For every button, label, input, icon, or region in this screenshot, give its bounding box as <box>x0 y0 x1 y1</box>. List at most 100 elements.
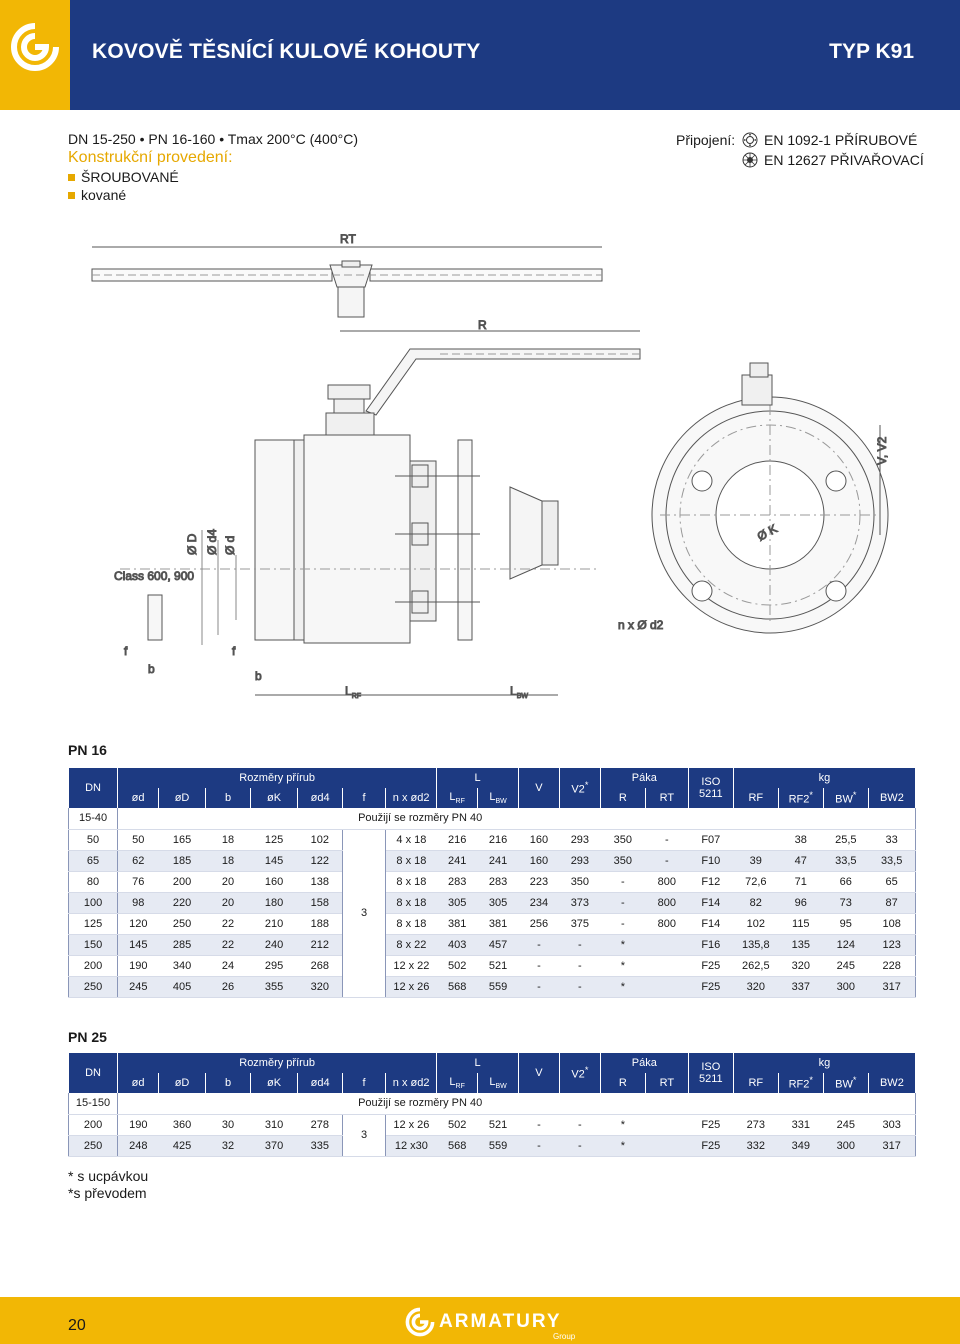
table-cell: 72,6 <box>733 871 779 893</box>
pn16-title: PN 16 <box>68 742 107 758</box>
col-ok: øK <box>250 788 299 808</box>
armatury-logo-icon <box>11 23 59 71</box>
table-cell: 87 <box>868 892 917 914</box>
table-cell: 245 <box>117 976 159 998</box>
table-cell: 150 <box>67 934 119 956</box>
table-cell: 26 <box>205 976 251 998</box>
table-cell: 317 <box>868 976 917 998</box>
table-cell: 256 <box>518 913 560 935</box>
table-cell: - <box>518 976 560 998</box>
table-cell: 71 <box>778 871 824 893</box>
nd2-label: n x Ø d2 <box>618 618 664 632</box>
brand-logo: ARMATURY Group <box>405 1307 575 1341</box>
table-cell: 559 <box>477 1135 519 1157</box>
page-title: KOVOVĚ TĚSNÍCÍ KULOVÉ KOHOUTY <box>92 40 481 63</box>
table-cell: 123 <box>868 934 917 956</box>
col-v2: V2* <box>558 768 601 808</box>
table-cell: 248 <box>117 1135 159 1157</box>
table-cell: 125 <box>250 829 298 851</box>
footnotes: * s ucpávkou *s převodem <box>68 1168 148 1202</box>
col-b: b <box>205 1073 252 1093</box>
table-cell: 285 <box>158 934 206 956</box>
table-cell: - <box>518 955 560 977</box>
table-cell: 373 <box>559 892 601 914</box>
table-cell: 12 x 26 <box>385 1114 437 1136</box>
col-kg: kg <box>732 768 917 788</box>
table-cell: 188 <box>297 913 343 935</box>
spec-info: DN 15-250 • PN 16-160 • Tmax 200°C (400°… <box>68 130 358 204</box>
table-cell: 135 <box>778 934 824 956</box>
col-l: L <box>436 1053 520 1073</box>
col-lbw: LBW <box>477 788 520 808</box>
footnote: *s převodem <box>68 1185 147 1201</box>
table-cell: 135,8 <box>733 934 779 956</box>
col-ok: øK <box>250 1073 299 1093</box>
table-cell: 370 <box>250 1135 298 1157</box>
table-cell: 349 <box>778 1135 824 1157</box>
connection-flange: EN 1092-1 PŘÍRUBOVÉ <box>764 132 918 148</box>
table-cell: 337 <box>778 976 824 998</box>
table-cell: * <box>600 934 646 956</box>
table-cell: 283 <box>477 871 519 893</box>
col-rozmery: Rozměry přírub <box>117 768 438 788</box>
cell-f: 3 <box>342 1114 387 1157</box>
table-cell: 293 <box>559 829 601 851</box>
table-cell: - <box>600 871 646 893</box>
table-cell: F10 <box>688 850 734 872</box>
table-cell: 33 <box>868 829 917 851</box>
connection-weld: EN 12627 PŘIVAŘOVACÍ <box>764 152 924 168</box>
table-cell: 568 <box>436 976 478 998</box>
bullet-item: ŠROUBOVANÉ <box>68 168 358 186</box>
table-cell: 381 <box>436 913 478 935</box>
table-cell: 122 <box>297 850 343 872</box>
table-cell: 8 x 18 <box>385 871 437 893</box>
table-cell: 200 <box>67 955 119 977</box>
table-cell: 73 <box>823 892 869 914</box>
table-cell: - <box>600 892 646 914</box>
col-bw: BW* <box>822 1073 869 1093</box>
table-cell: 8 x 22 <box>385 934 437 956</box>
table-cell: 18 <box>205 850 251 872</box>
table-cell: F25 <box>688 955 734 977</box>
table-cell: 521 <box>477 1114 519 1136</box>
table-cell: 268 <box>297 955 343 977</box>
table-row: 15-150 Použijí se rozměry PN 40 <box>67 1093 916 1115</box>
table-cell: 20 <box>205 892 251 914</box>
table-cell: 305 <box>436 892 478 914</box>
table-cell: 245 <box>823 1114 869 1136</box>
r-dimension-label: R <box>478 318 487 332</box>
table-cell: 8 x 18 <box>385 892 437 914</box>
table-cell: 250 <box>158 913 206 935</box>
table-cell <box>645 1135 689 1157</box>
table-cell: 320 <box>778 955 824 977</box>
table-cell: 240 <box>250 934 298 956</box>
col-v: V <box>518 1053 560 1093</box>
table-cell: 12 x30 <box>385 1135 437 1157</box>
col-od: ød <box>117 788 159 808</box>
footnote: * s ucpávkou <box>68 1168 149 1184</box>
table-cell: F25 <box>688 976 734 998</box>
col-f: f <box>342 1073 387 1093</box>
col-f: f <box>342 788 387 808</box>
table-cell: - <box>600 913 646 935</box>
table-cell: 320 <box>733 976 779 998</box>
logo <box>0 0 70 110</box>
weld-icon <box>742 152 758 168</box>
table-cell: 350 <box>600 829 646 851</box>
col-v: V <box>518 768 560 808</box>
bullet-item: kované <box>68 186 358 204</box>
rt-dimension-label: RT <box>340 232 356 246</box>
table-cell <box>645 976 689 998</box>
table-cell: 76 <box>117 871 159 893</box>
b-label: b <box>255 669 262 683</box>
b-label: b <box>148 662 155 676</box>
table-cell: 502 <box>436 955 478 977</box>
brand-name: ARMATURY <box>439 1311 562 1332</box>
col-rf2: RF2* <box>777 1073 824 1093</box>
